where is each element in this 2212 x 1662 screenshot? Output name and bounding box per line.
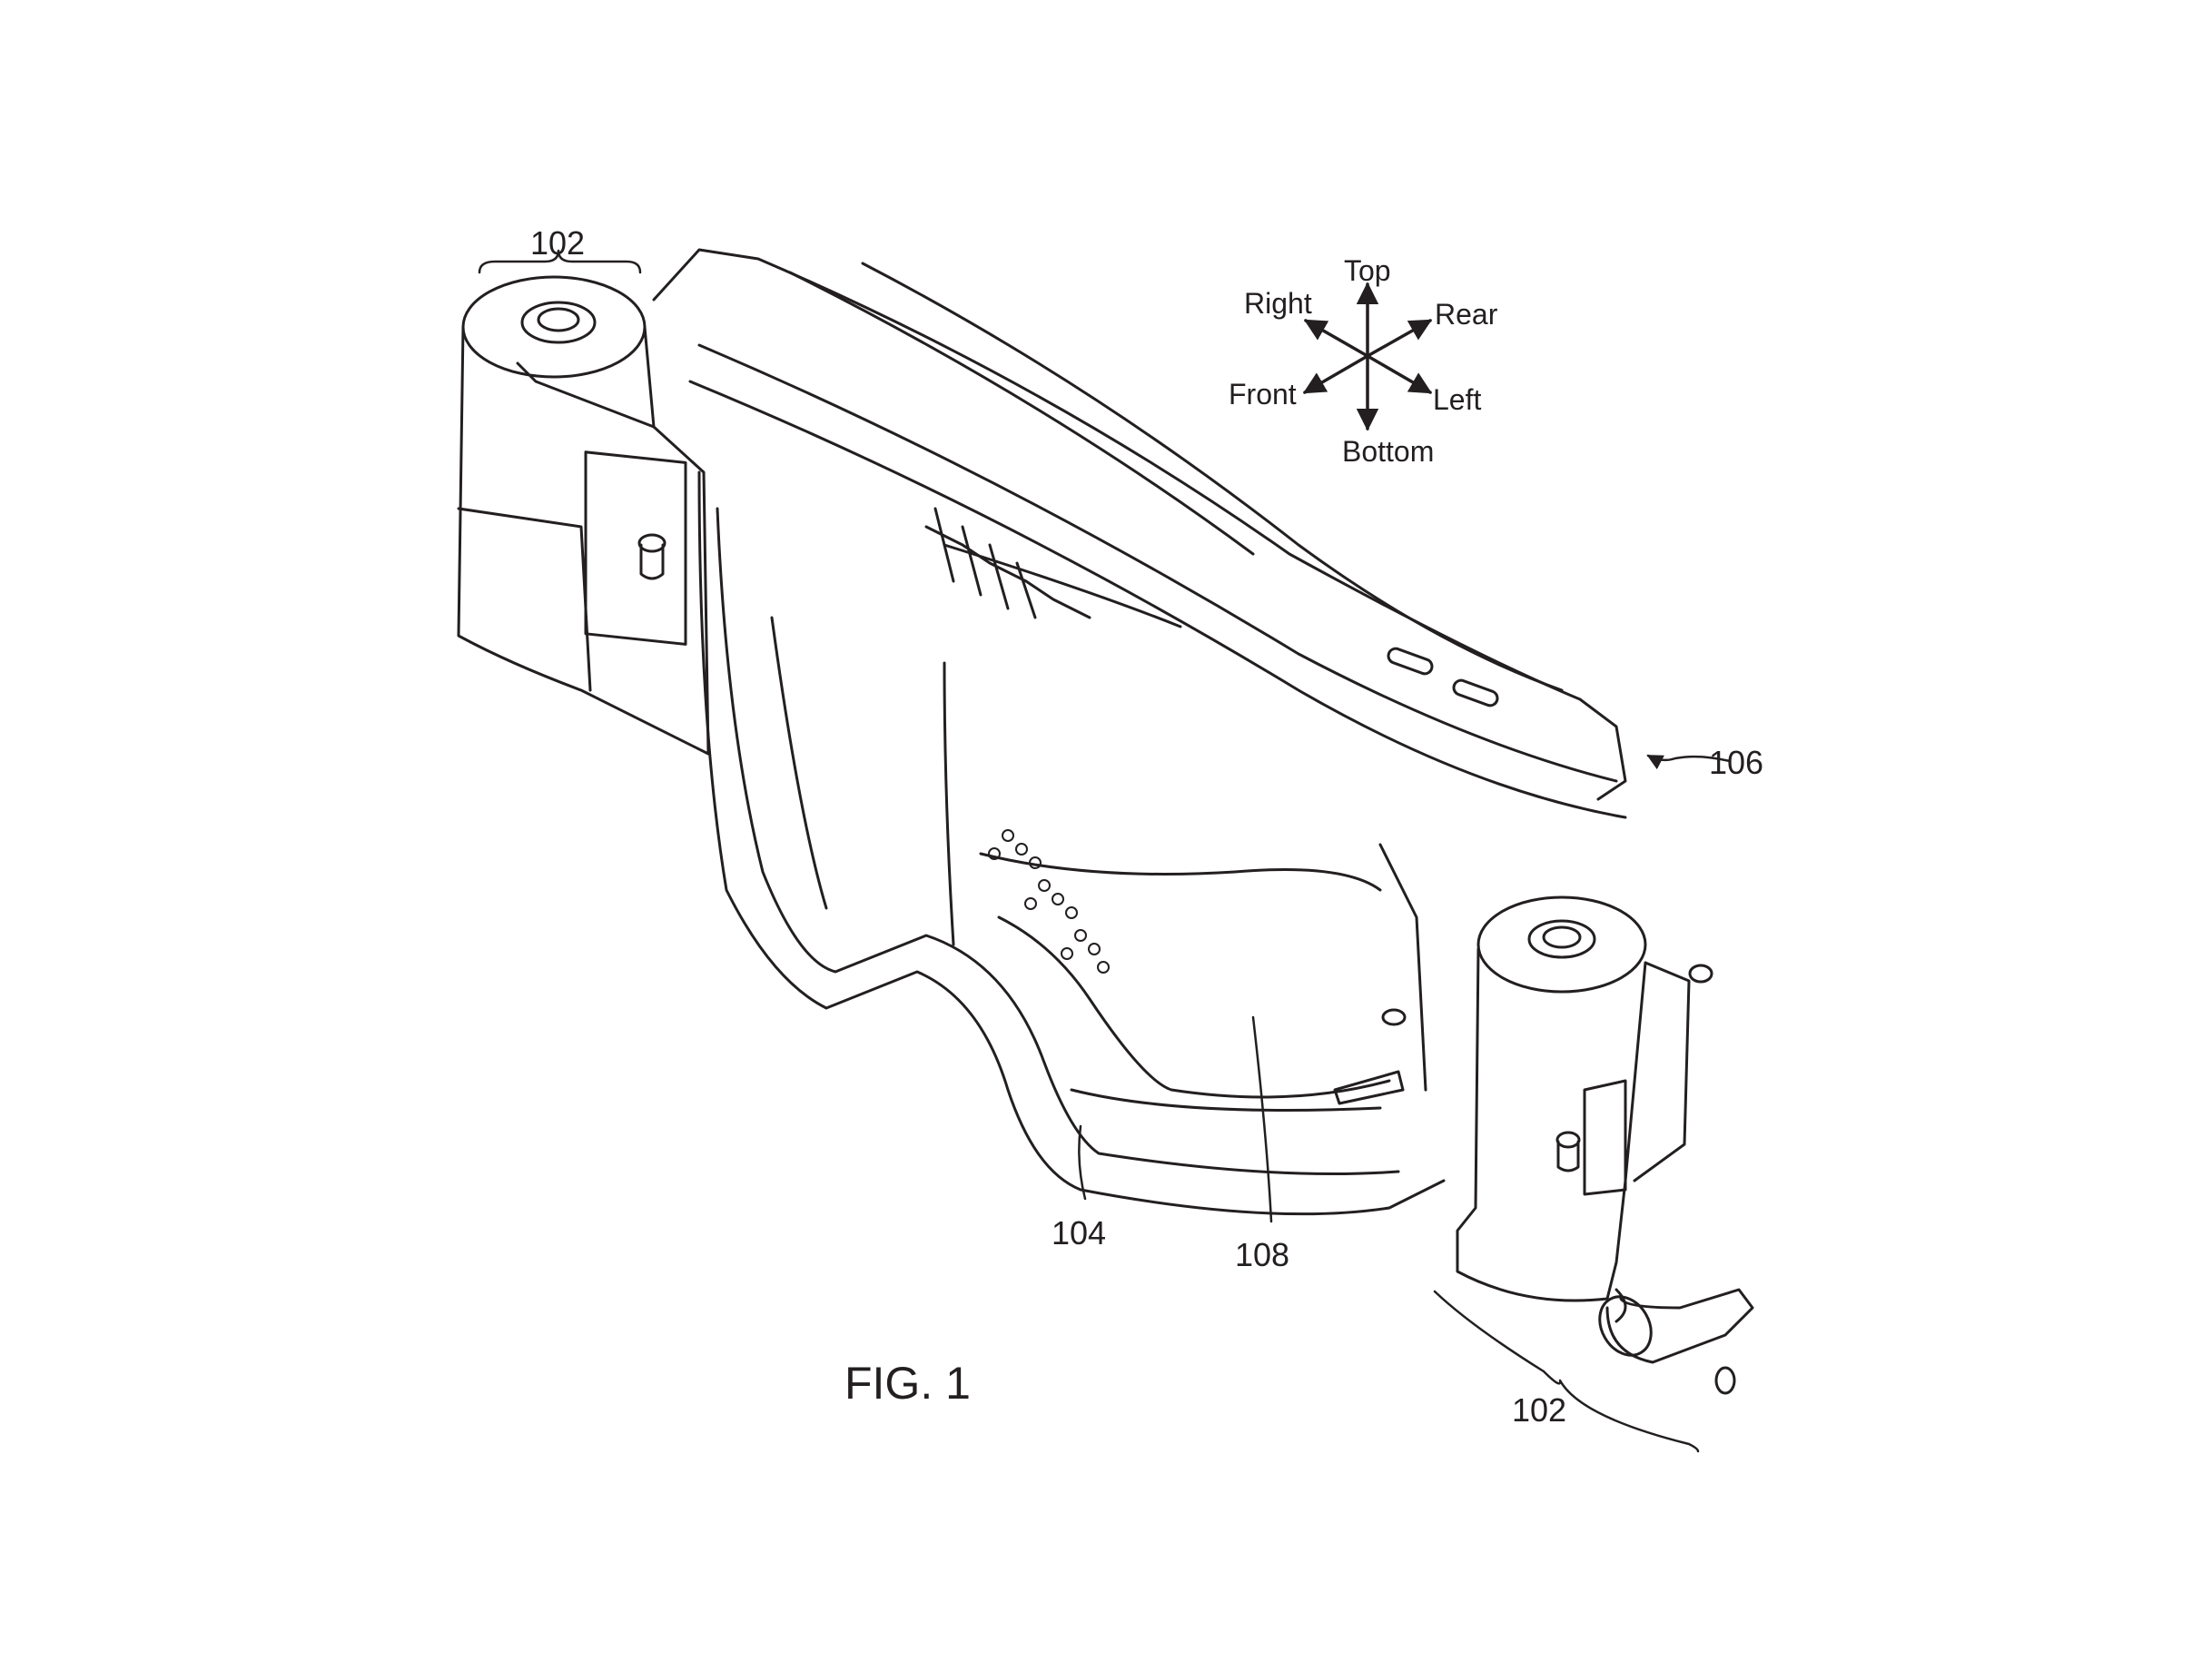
ref-102-left: 102 [530, 224, 586, 262]
leader-108 [1251, 1015, 1273, 1223]
ref-106: 106 [1709, 744, 1764, 781]
compass-bottom-label: Bottom [1342, 435, 1435, 468]
strap-band [652, 248, 1627, 819]
right-strap-post [1456, 895, 1754, 1395]
left-strap-post [457, 275, 710, 756]
compass-rear-label: Rear [1435, 298, 1498, 331]
compass-left-label: Left [1433, 383, 1482, 416]
ref-108: 108 [1235, 1236, 1290, 1273]
compass-front-label: Front [1229, 378, 1297, 411]
compass-right-label: Right [1244, 287, 1312, 320]
frame-and-lens [697, 470, 1446, 1216]
leader-104 [1078, 1124, 1087, 1201]
ref-102-right: 102 [1512, 1391, 1567, 1429]
leader-106 [1646, 754, 1732, 770]
compass-top-label: Top [1344, 254, 1391, 287]
brace-102-right [1433, 1290, 1700, 1453]
ref-104: 104 [1052, 1214, 1107, 1251]
figure-title: FIG. 1 [844, 1358, 971, 1409]
leader-lines [478, 249, 1732, 1453]
vent-holes [988, 829, 1110, 974]
orientation-compass [1302, 282, 1433, 431]
brace-102-left [478, 249, 642, 274]
